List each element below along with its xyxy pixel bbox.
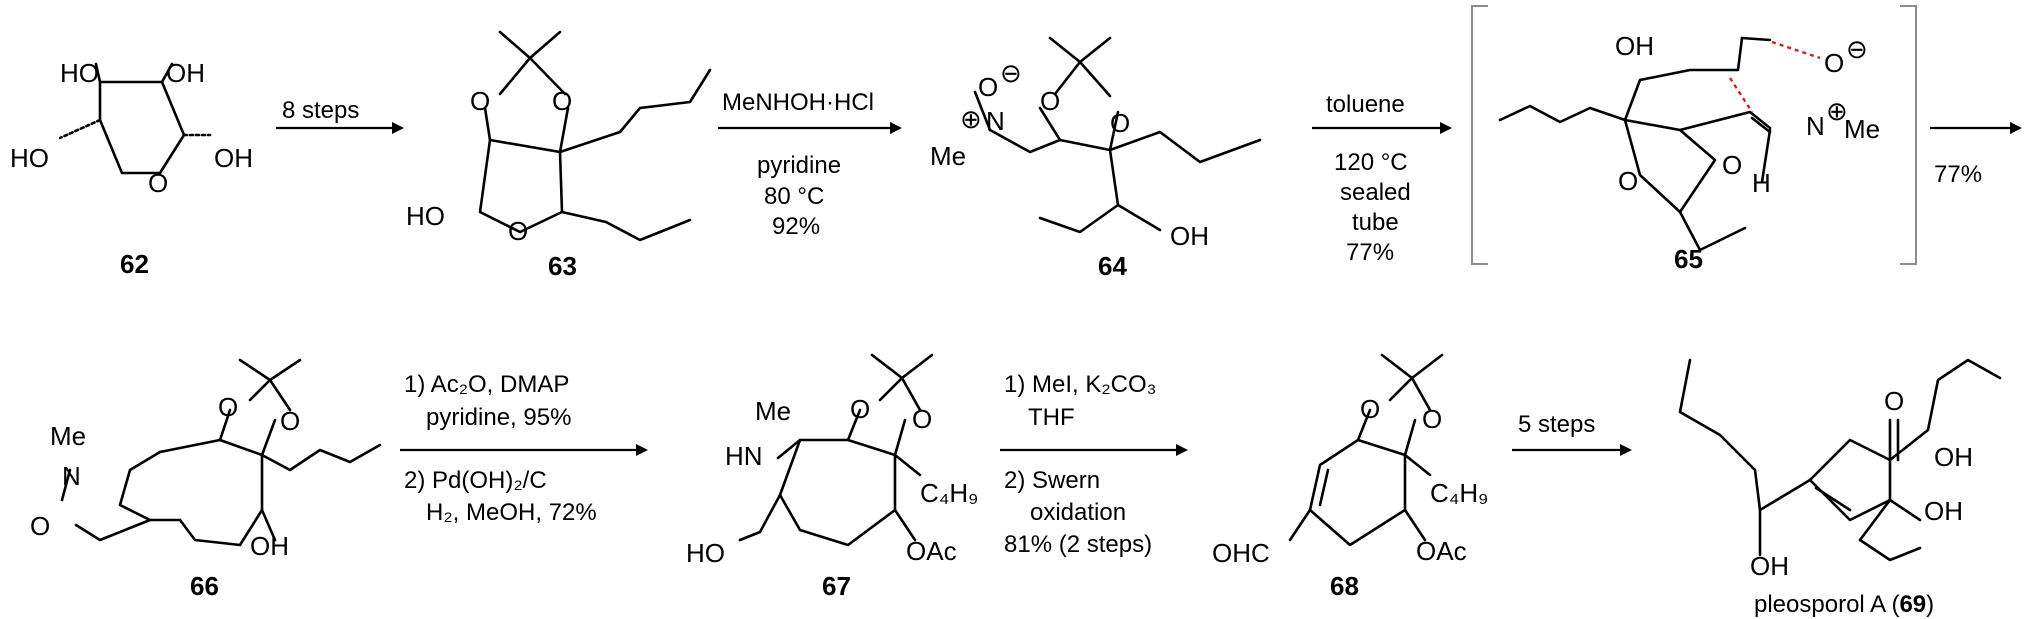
charge-plus: ⊕ — [960, 104, 982, 134]
atom-o: O — [1884, 386, 1904, 416]
condition-text: 77% — [1346, 239, 1394, 266]
atom-oh: OH — [1934, 442, 1973, 472]
atom-c4h9: C₄H₉ — [1430, 478, 1488, 508]
atom-ho: HO — [10, 143, 49, 173]
atom-me: Me — [1844, 114, 1880, 144]
atom-oh: OH — [1924, 496, 1963, 526]
condition-text: 120 °C — [1334, 149, 1408, 176]
condition-text: MeNHOH·HCl — [722, 89, 874, 116]
compound-66-structure: Me N O O O OH 66 — [30, 358, 382, 601]
atom-o: O — [1824, 48, 1844, 78]
atom-o: O — [148, 168, 168, 198]
atom-oh: OH — [250, 531, 289, 561]
atom-oh: OH — [1615, 31, 1654, 61]
condition-text: THF — [1028, 404, 1075, 431]
atom-o: O — [850, 394, 870, 424]
atom-o: O — [912, 404, 932, 434]
charge-minus: ⊖ — [1846, 34, 1868, 64]
atom-o: O — [218, 392, 238, 422]
compound-number-67: 67 — [822, 571, 851, 601]
compound-63-structure: O O O HO 63 — [406, 30, 712, 281]
atom-o: O — [1040, 86, 1060, 116]
atom-oh: OH — [166, 58, 205, 88]
atom-o: O — [1722, 150, 1742, 180]
atom-oh: OH — [1750, 551, 1789, 581]
condition-text: 77% — [1934, 161, 1982, 188]
compound-68-structure: O O C₄H₉ OHC OAc 68 — [1212, 353, 1488, 601]
atom-oh: HO — [60, 58, 99, 88]
atom-c4h9: C₄H₉ — [920, 478, 978, 508]
condition-text: 1) Ac₂O, DMAP — [404, 371, 569, 398]
reaction-arrow-6: 1) MeI, K₂CO₃ THF 2) Swern oxidation 81%… — [1000, 371, 1188, 558]
reaction-arrow-7: 5 steps — [1512, 411, 1632, 456]
condition-text: pyridine — [757, 152, 841, 179]
compound-number-68: 68 — [1330, 571, 1359, 601]
atom-o: O — [1360, 394, 1380, 424]
atom-o: O — [1110, 108, 1130, 138]
compound-number-65: 65 — [1674, 244, 1703, 274]
reaction-arrow-5: 1) Ac₂O, DMAP pyridine, 95% 2) Pd(OH)₂/C… — [400, 371, 648, 526]
compound-64-structure: O ⊖ N ⊕ Me O O OH 64 — [930, 36, 1262, 281]
compound-number-63: 63 — [548, 251, 577, 281]
condition-text: 92% — [772, 213, 820, 240]
compound-number-66: 66 — [190, 571, 219, 601]
condition-text: 8 steps — [282, 97, 359, 124]
atom-me: Me — [50, 421, 86, 451]
condition-text: toluene — [1326, 91, 1405, 118]
charge-minus: ⊖ — [1000, 58, 1022, 88]
atom-o: O — [30, 511, 50, 541]
reaction-arrow-3: toluene 120 °C sealed tube 77% — [1312, 91, 1452, 266]
compound-62-structure: HO OH HO OH O 62 — [10, 58, 253, 279]
reaction-arrow-2: MeNHOH·HCl pyridine 80 °C 92% — [718, 89, 902, 240]
condition-text: H₂, MeOH, 72% — [426, 499, 597, 526]
compound-number-64: 64 — [1098, 251, 1127, 281]
atom-ho: HO — [686, 538, 725, 568]
atom-o: O — [470, 86, 490, 116]
charge-plus: ⊕ — [1826, 96, 1848, 126]
atom-h: H — [1752, 168, 1771, 198]
condition-text: 1) MeI, K₂CO₃ — [1004, 371, 1156, 398]
atom-oh: OH — [1170, 221, 1209, 251]
atom-oac: OAc — [1416, 536, 1467, 566]
atom-n: N — [1806, 111, 1825, 141]
condition-text: sealed — [1340, 179, 1411, 206]
atom-o: O — [1422, 404, 1442, 434]
atom-n: N — [986, 106, 1005, 136]
condition-text: 2) Swern — [1004, 467, 1100, 494]
atom-o: O — [280, 406, 300, 436]
atom-o: O — [978, 72, 998, 102]
atom-ohc: OHC — [1212, 538, 1270, 568]
condition-text: pyridine, 95% — [426, 404, 571, 431]
atom-hn: HN — [725, 441, 763, 471]
condition-text: 5 steps — [1518, 411, 1595, 438]
compound-67-structure: Me HN O O C₄H₉ HO OAc 67 — [686, 353, 978, 601]
atom-me: Me — [930, 141, 966, 171]
atom-me: Me — [755, 396, 791, 426]
atom-ho: HO — [406, 201, 445, 231]
condition-text: 81% (2 steps) — [1004, 531, 1152, 558]
compound-65-structure: OH O ⊖ N ⊕ Me O O H 65 — [1471, 5, 1917, 274]
atom-oac: OAc — [906, 536, 957, 566]
atom-oh: OH — [214, 143, 253, 173]
atom-o: O — [552, 86, 572, 116]
compound-label-69: pleosporol A (69) — [1754, 591, 1934, 618]
reaction-arrow-1: 8 steps — [276, 97, 404, 134]
compound-69-structure: O OH OH OH pleosporol A (69) — [1678, 358, 2002, 618]
condition-text: 2) Pd(OH)₂/C — [404, 467, 547, 494]
condition-text: oxidation — [1030, 499, 1126, 526]
condition-text: tube — [1352, 209, 1399, 236]
condition-text: 80 °C — [764, 183, 824, 210]
atom-n: N — [62, 461, 81, 491]
reaction-arrow-4: 77% — [1930, 122, 2022, 188]
compound-number-62: 62 — [120, 249, 149, 279]
atom-o: O — [508, 216, 528, 246]
atom-o: O — [1618, 166, 1638, 196]
